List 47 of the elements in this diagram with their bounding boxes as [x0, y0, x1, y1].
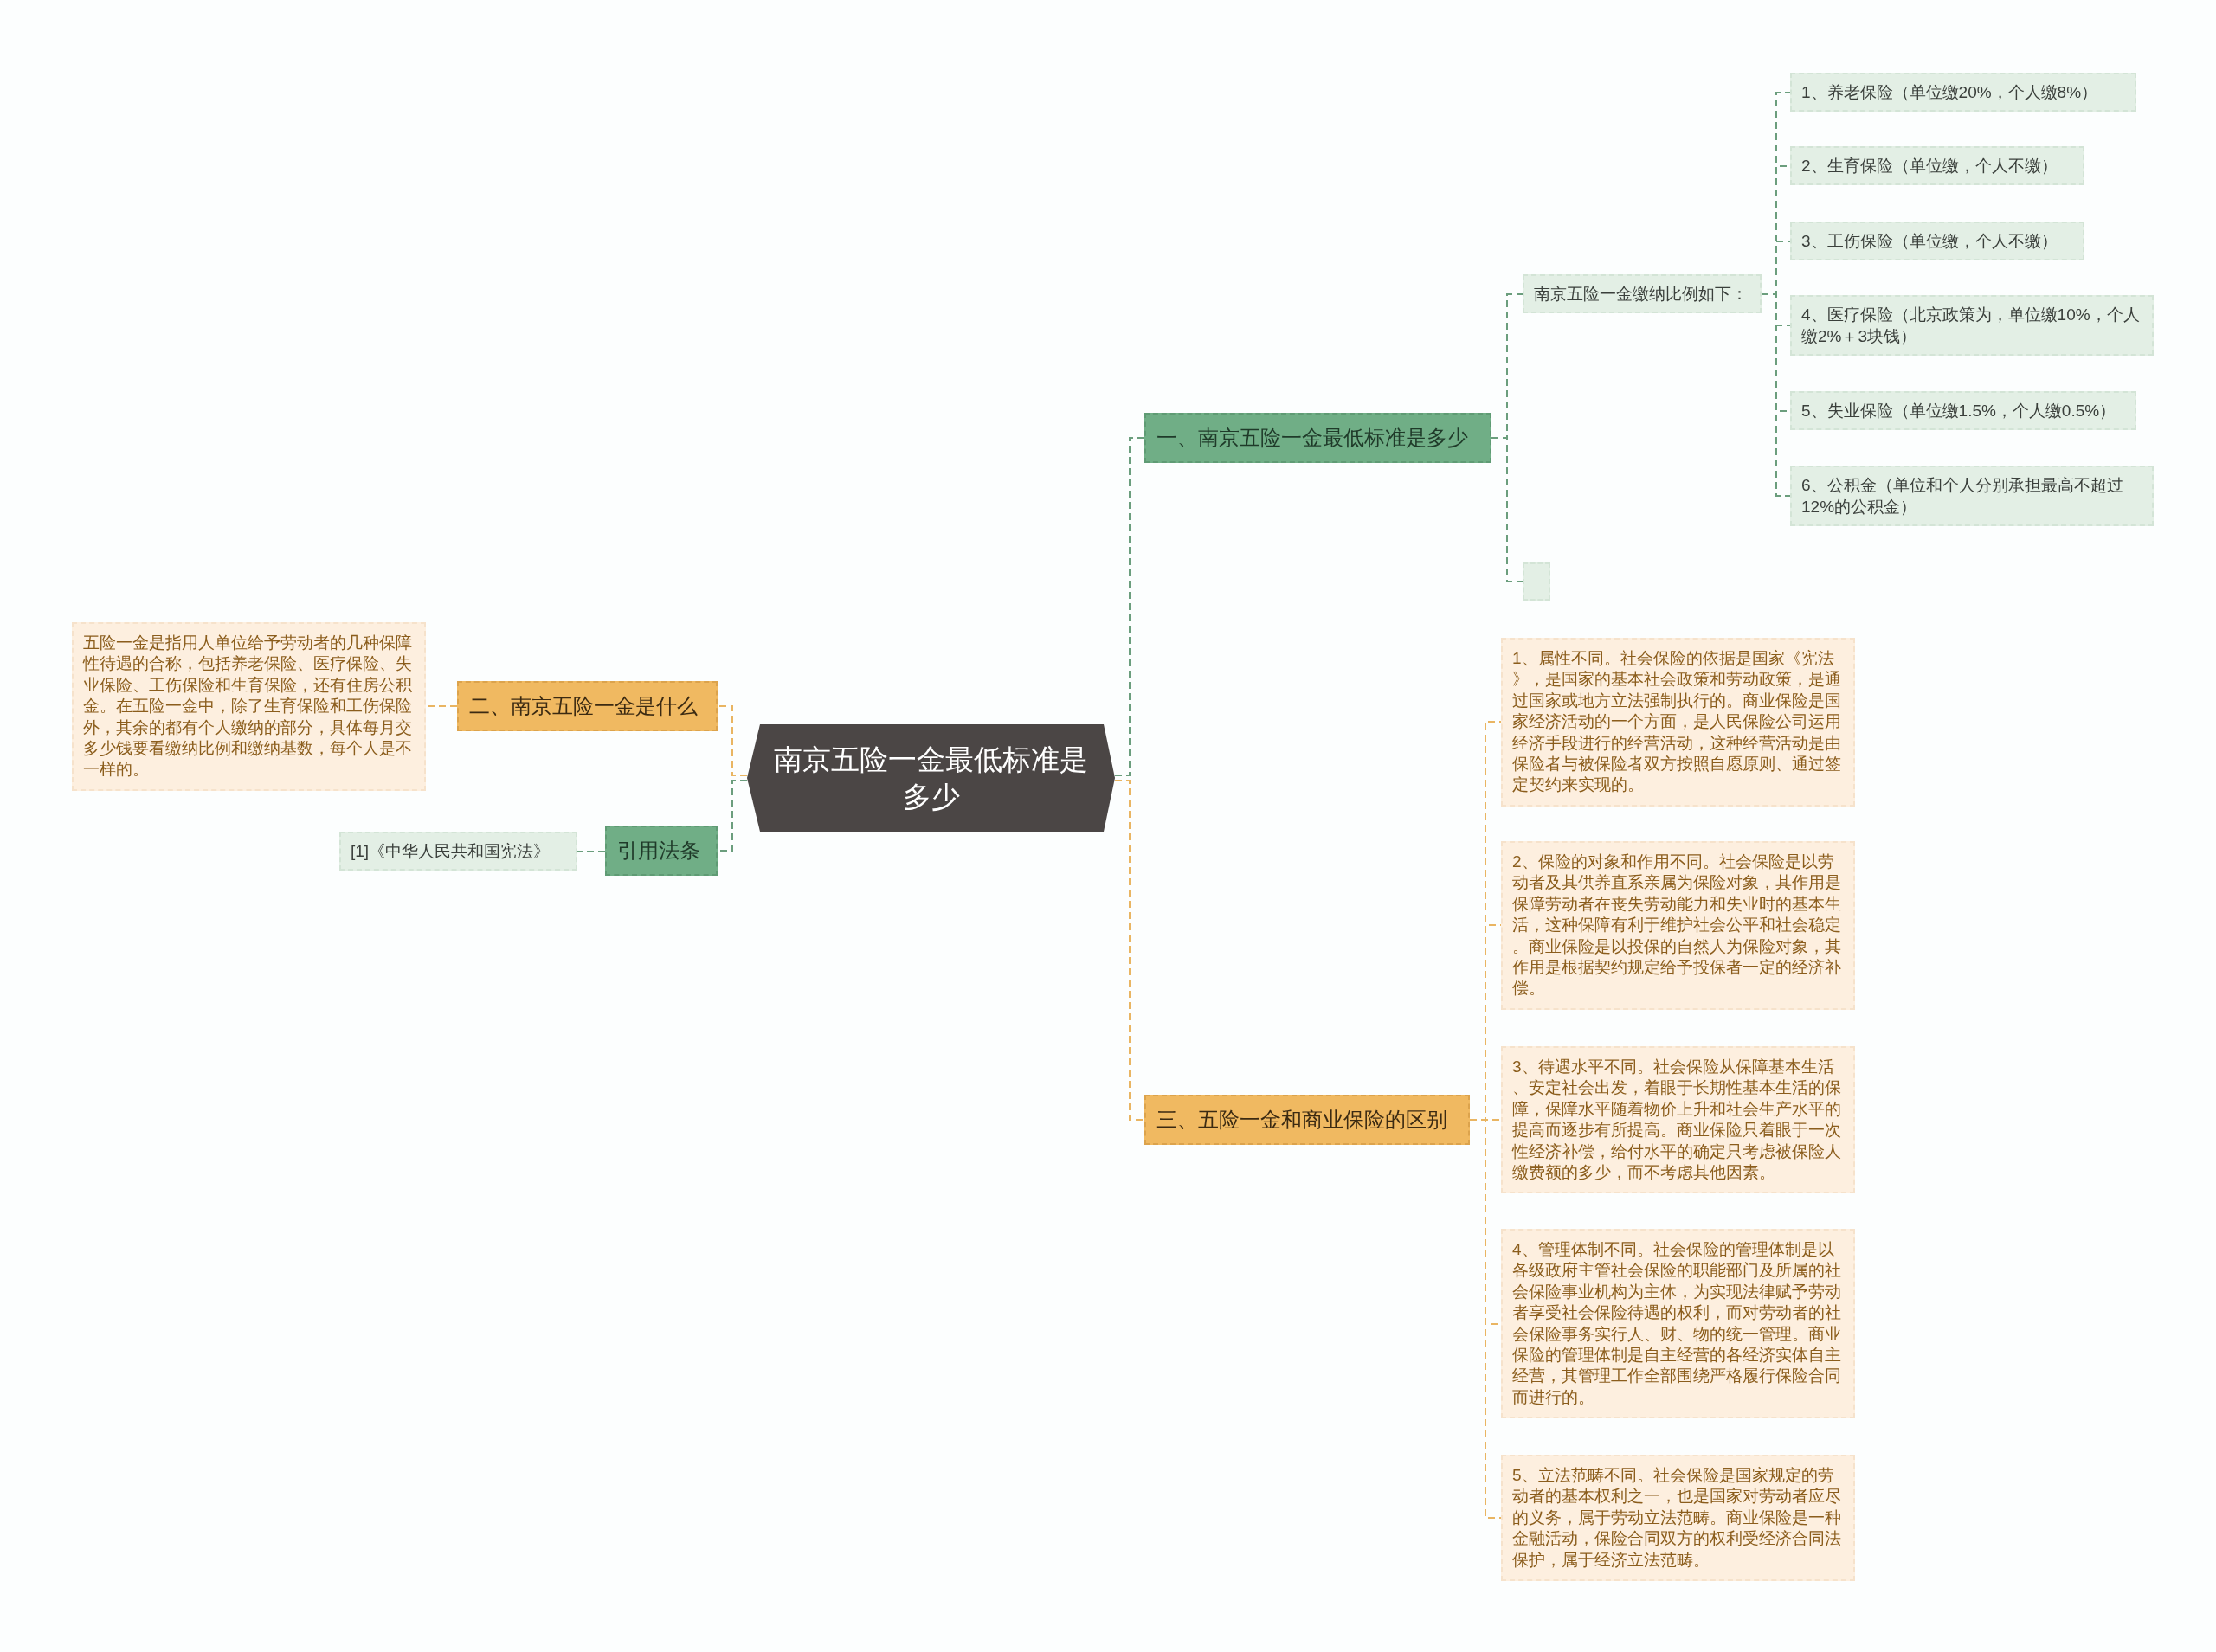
- connector-line: [425, 705, 458, 707]
- note-box: [72, 622, 426, 791]
- note-box: [1501, 1229, 1855, 1419]
- note-text: 3、待遇水平不同。社会保险从保障基本生活、安定社会出发，着眼于长期性基本生活的保障，保障水平随着物价上升和社会生产水平的提高而逐步有所提高。商业保险只着眼于一次性经济补偿，给付水平的确定只考虑被保险人缴费额的多少，而不考虑其他因素。: [1512, 1057, 1842, 1184]
- topic-text: 6、公积金（单位和个人分别承担最高不超过12%的公积金）: [1801, 475, 2124, 517]
- note-text: 五险一金是指用人单位给予劳动者的几种保障性待遇的合称，包括养老保险、医疗保险、失业保险、工伤保险和生育保险，还有住房公积金。在五险一金中，除了生育保险和工伤保险外，其余的都有个人缴纳的部分，具体每月交多少钱要看缴纳比例和缴纳基数，每个人是不一样的。: [83, 633, 413, 781]
- topic-text: 引用法条: [617, 838, 701, 864]
- branch-topic: [457, 681, 718, 731]
- subtopic-box: [1790, 391, 2136, 430]
- connector-line: [1491, 293, 1524, 582]
- central-topic: [747, 724, 1115, 832]
- topic-text: 2、生育保险（单位缴，个人不缴）: [1801, 156, 2058, 177]
- note-text: 1、属性不同。社会保险的依据是国家《宪法》，是国家的基本社会政策和劳动政策，是通过国家或地方立法强制执行的。商业保险是国家经济活动的一个方面，是人民保险公司运用经济手段进行的经营活动，这种经营活动是由保险者与被保险者双方按照自愿原则、通过签定契约来实现的。: [1512, 648, 1842, 796]
- topic-text: 5、失业保险（单位缴1.5%，个人缴0.5%）: [1801, 401, 2117, 421]
- note-text: 5、立法范畴不同。社会保险是国家规定的劳动者的基本权利之一，也是国家对劳动者应尽的义务，属于劳动立法范畴。商业保险是一种金融活动，保险合同双方的权利受经济合同法保护，属于经济立法范畴。: [1512, 1465, 1842, 1571]
- note-box: [1501, 1046, 1855, 1194]
- connector-line: [717, 705, 748, 776]
- branch-topic: [1144, 413, 1491, 463]
- connector-line: [1761, 92, 1791, 497]
- topic-text: 三、五险一金和商业保险的区别: [1156, 1107, 1448, 1133]
- subtopic-box: [339, 832, 577, 871]
- topic-text: 1、养老保险（单位缴20%，个人缴8%）: [1801, 82, 2099, 103]
- topic-text: 3、工伤保险（单位缴，个人不缴）: [1801, 231, 2058, 252]
- connector-line: [577, 851, 606, 852]
- note-text: 2、保险的对象和作用不同。社会保险是以劳动者及其供养直系亲属为保险对象，其作用是保障劳动者在丧失劳动能力和失业时的基本生活，这种保障有利于维护社会公平和社会稳定。商业保险是以投保的自然人为保险对象，其作用是根据契约规定给予投保者一定的经济补偿。: [1512, 852, 1842, 1000]
- topic-text: 二、南京五险一金是什么: [469, 693, 699, 719]
- subtopic-box: [1523, 274, 1762, 313]
- connector-line: [1469, 721, 1502, 1519]
- subtopic-box: [1790, 146, 2084, 185]
- note-text: 4、管理体制不同。社会保险的管理体制是以各级政府主管社会保险的职能部门及所属的社会保险事业机构为主体，为实现法律赋予劳动者享受社会保险待遇的权利，而对劳动者的社会保险事务实行人、财、物的统一管理。商业保险的管理体制是自主经营的各经济实体自主经营，其管理工作全部围绕严格履行保险合同而进行的。: [1512, 1239, 1842, 1408]
- connector-line: [1114, 780, 1145, 1121]
- subtopic-box: [1790, 73, 2136, 112]
- topic-text: 4、医疗保险（北京政策为，单位缴10%，个人缴2%＋3块钱）: [1801, 305, 2141, 347]
- note-box: [1501, 1455, 1855, 1582]
- topic-text: 一、南京五险一金最低标准是多少: [1156, 425, 1469, 451]
- subtopic-box: [1790, 295, 2154, 356]
- branch-topic: [1144, 1095, 1470, 1145]
- note-box: [1501, 841, 1855, 1010]
- topic-text: 南京五险一金缴纳比例如下：: [1534, 284, 1749, 305]
- central-topic-text: 南京五险一金最低标准是多少: [773, 742, 1089, 814]
- subtopic-box: [1790, 222, 2084, 260]
- subtopic-box: [1790, 466, 2154, 526]
- topic-text: [1]《中华人民共和国宪法》: [351, 841, 551, 862]
- empty-topic-box: [1523, 562, 1550, 601]
- note-box: [1501, 638, 1855, 807]
- connector-line: [1114, 437, 1145, 776]
- branch-topic: [605, 826, 718, 876]
